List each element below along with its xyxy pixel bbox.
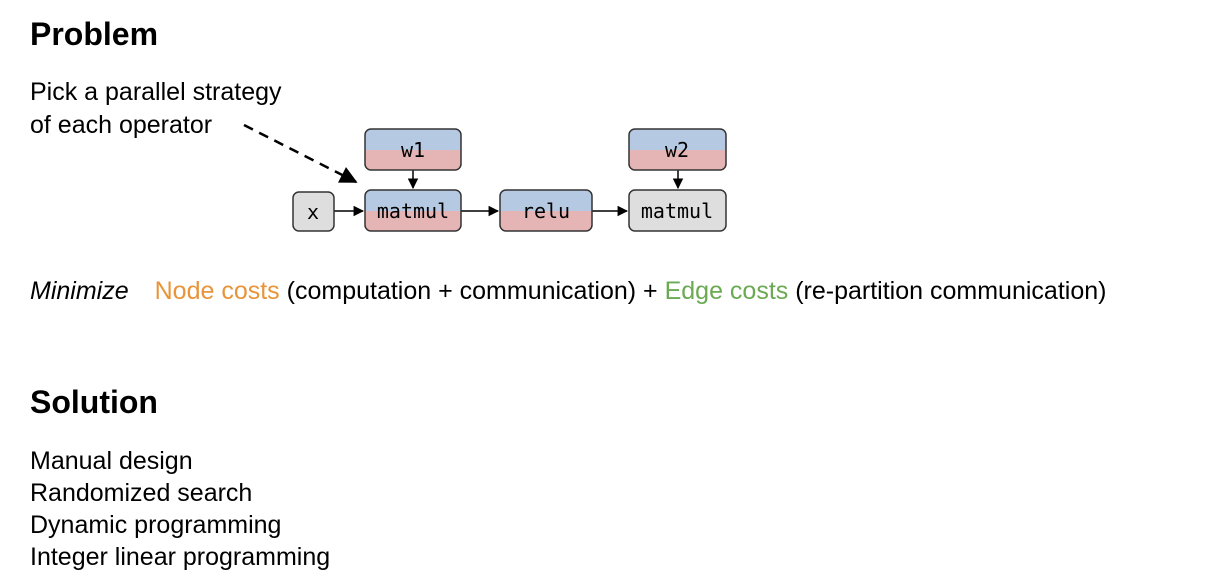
- annotation-line-1: Pick a parallel strategy: [30, 78, 282, 106]
- annotation-arrow: [243, 123, 358, 184]
- node-x-label: x: [307, 200, 319, 224]
- annotation-line-2: of each operator: [30, 111, 213, 139]
- node-matmul1: matmul: [364, 189, 462, 232]
- solution-item: Randomized search: [30, 479, 253, 507]
- edge-costs-detail: (re-partition communication): [788, 277, 1107, 305]
- node-costs-detail: (computation + communication) +: [279, 277, 665, 305]
- objective-prefix: Minimize: [30, 277, 129, 305]
- node-w1-label: w1: [401, 138, 425, 162]
- node-matmul2-label: matmul: [641, 199, 713, 223]
- edge-costs-label: Edge costs: [664, 277, 789, 305]
- node-matmul1-label: matmul: [377, 199, 449, 223]
- node-relu: relu: [499, 189, 593, 232]
- objective-line: Minimize Node costs (computation + commun…: [30, 277, 1106, 306]
- node-w2-label: w2: [665, 138, 689, 162]
- node-relu-label: relu: [522, 199, 570, 223]
- node-costs-label: Node costs: [154, 277, 280, 305]
- node-w2: w2: [628, 128, 727, 171]
- solution-item: Dynamic programming: [30, 511, 282, 539]
- problem-heading: Problem: [30, 16, 159, 52]
- solution-item: Manual design: [30, 447, 193, 475]
- solution-item: Integer linear programming: [30, 543, 331, 571]
- solution-heading: Solution: [30, 384, 158, 420]
- node-x: x: [292, 191, 335, 232]
- node-matmul2: matmul: [628, 189, 727, 232]
- node-w1: w1: [364, 128, 462, 171]
